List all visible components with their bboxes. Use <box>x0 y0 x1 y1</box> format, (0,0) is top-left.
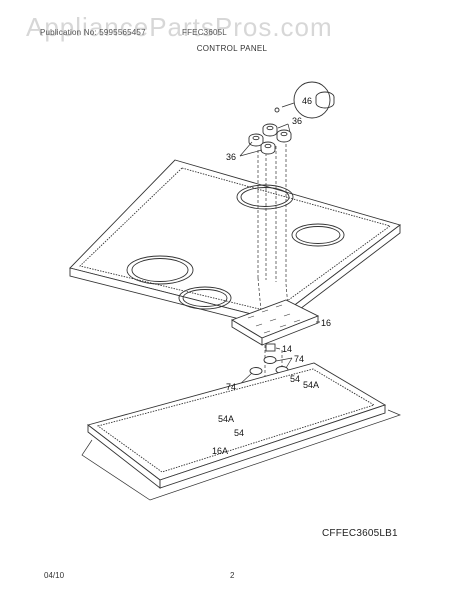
cooktop-glass-panel <box>69 159 401 329</box>
callout-74-left: 74 <box>226 382 236 392</box>
publication-header: Publication No: 5995565457 FFEC3605L <box>40 28 227 37</box>
knob-cap-46 <box>274 81 335 119</box>
indicator-light-14 <box>265 343 281 352</box>
callout-14: 14 <box>282 344 292 354</box>
publication-number: Publication No: 5995565457 <box>40 28 146 37</box>
footer-page-number: 2 <box>230 571 235 580</box>
watermark: AppliancePartsPros.com <box>26 12 333 42</box>
diagram-part-code: CFFEC3605LB1 <box>322 528 398 539</box>
callout-74-right: 74 <box>294 354 304 364</box>
callout-46: 46 <box>302 96 312 106</box>
callout-54-lower: 54 <box>234 428 244 438</box>
control-panel-bracket-16 <box>230 299 320 346</box>
callout-16A: 16A <box>212 446 228 456</box>
main-top-tray <box>81 362 401 501</box>
footer-date: 04/10 <box>44 571 65 580</box>
callout-36-lower: 36 <box>226 152 236 162</box>
callout-54A-left: 54A <box>218 414 234 424</box>
section-title: CONTROL PANEL <box>196 44 268 53</box>
callout-16: 16 <box>321 318 331 328</box>
callout-36-upper: 36 <box>292 116 302 126</box>
control-knobs-36 <box>248 123 292 155</box>
model-number: FFEC3605L <box>182 28 227 37</box>
callout-54A-right: 54A <box>303 380 319 390</box>
callout-54-upper: 54 <box>290 374 300 384</box>
